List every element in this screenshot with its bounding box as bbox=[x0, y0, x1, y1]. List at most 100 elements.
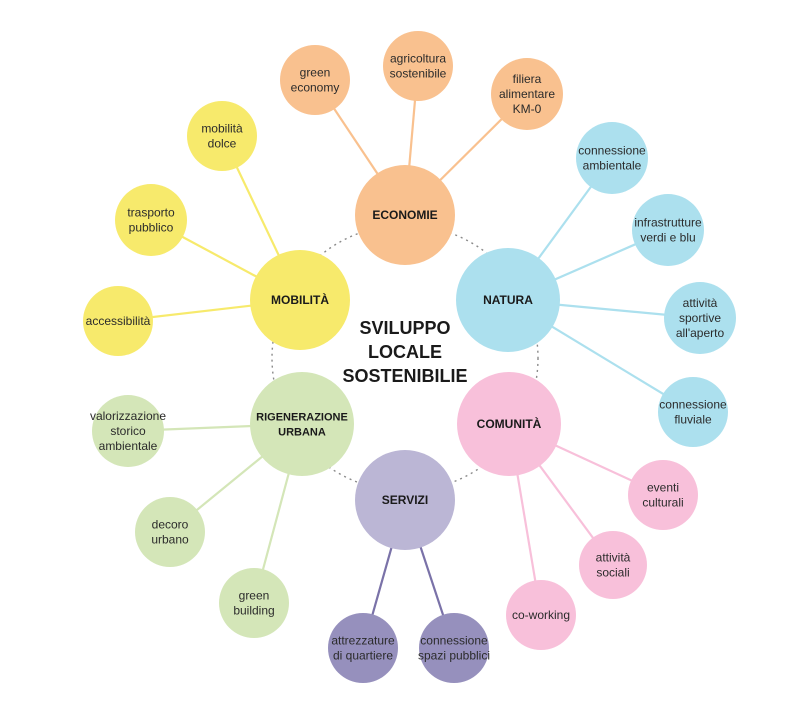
leaf-node-accessibilita: accessibilità bbox=[83, 286, 153, 356]
leaf-label-green-building-line: building bbox=[233, 604, 274, 618]
leaf-label-filiera-alimentare-line: KM-0 bbox=[513, 102, 542, 116]
leaf-circle bbox=[219, 568, 289, 638]
hub-node-economie: ECONOMIE bbox=[355, 165, 455, 265]
hub-node-rigenerazione: RIGENERAZIONE URBANA bbox=[250, 372, 354, 476]
hub-label-comunita: COMUNITÀ bbox=[477, 416, 542, 431]
leaf-label-trasporto-pubblico-line: trasporto bbox=[127, 206, 175, 220]
leaf-label-green-economy-line: green bbox=[300, 66, 331, 80]
leaf-circle bbox=[628, 460, 698, 530]
leaf-label-valorizzazione-line: ambientale bbox=[99, 439, 158, 453]
leaf-label-infrastrutture-verdi-line: infrastrutture bbox=[634, 216, 702, 230]
leaf-circle bbox=[83, 286, 153, 356]
hub-circle bbox=[355, 165, 455, 265]
leaf-circle bbox=[328, 613, 398, 683]
hub-label-economie-line: ECONOMIE bbox=[372, 208, 437, 222]
leaf-label-attrezzature-quartiere-line: di quartiere bbox=[333, 649, 393, 663]
leaf-label-connessione-fluviale-line: fluviale bbox=[674, 413, 712, 427]
hub-node-servizi: SERVIZI bbox=[355, 450, 455, 550]
leaf-label-accessibilita-line: accessibilità bbox=[86, 314, 151, 328]
leaf-circle bbox=[187, 101, 257, 171]
leaf-circle bbox=[632, 194, 704, 266]
hub-label-rigenerazione-line: URBANA bbox=[278, 426, 326, 438]
leaf-circle bbox=[115, 184, 187, 256]
leaf-label-filiera-alimentare-line: alimentare bbox=[499, 87, 555, 101]
hub-label-mobilita-line: MOBILITÀ bbox=[271, 292, 329, 307]
leaf-label-valorizzazione-line: storico bbox=[110, 424, 146, 438]
leaf-label-infrastrutture-verdi-line: verdi e blu bbox=[640, 231, 695, 245]
center-title-line: LOCALE bbox=[368, 342, 442, 362]
leaf-label-accessibilita: accessibilità bbox=[86, 314, 151, 328]
center-title: SVILUPPO LOCALE SOSTENIBILIE bbox=[342, 318, 467, 386]
leaf-label-agricoltura-sostenibile-line: agricoltura bbox=[390, 52, 446, 66]
hub-label-mobilita: MOBILITÀ bbox=[271, 292, 329, 307]
center-ring bbox=[271, 224, 539, 492]
hub-circle bbox=[456, 248, 560, 352]
hub-label-natura: NATURA bbox=[483, 293, 533, 307]
hub-circle bbox=[250, 250, 350, 350]
leaf-label-connessione-spazi-line: connessione bbox=[420, 634, 488, 648]
hub-node-comunita: COMUNITÀ bbox=[457, 372, 561, 476]
leaf-circle bbox=[506, 580, 576, 650]
leaf-label-trasporto-pubblico-line: pubblico bbox=[129, 221, 174, 235]
leaf-label-attivita-sportive-line: all'aperto bbox=[676, 326, 725, 340]
hub-circle bbox=[457, 372, 561, 476]
leaf-label-valorizzazione-line: valorizzazione bbox=[90, 409, 166, 423]
leaf-node-co-working: co-working bbox=[506, 580, 576, 650]
leaf-circle bbox=[419, 613, 489, 683]
leaf-label-agricoltura-sostenibile-line: sostenibile bbox=[390, 67, 447, 81]
leaf-circle bbox=[491, 58, 563, 130]
leaf-label-mobilita-dolce-line: dolce bbox=[208, 137, 237, 151]
center-title-line: SOSTENIBILIE bbox=[342, 366, 467, 386]
leaf-circle bbox=[280, 45, 350, 115]
leaf-label-green-economy-line: economy bbox=[291, 81, 340, 95]
hub-circle bbox=[250, 372, 354, 476]
leaf-circle bbox=[576, 122, 648, 194]
leaf-circle bbox=[664, 282, 736, 354]
hub-label-rigenerazione-line: RIGENERAZIONE bbox=[256, 411, 348, 423]
hub-circle bbox=[355, 450, 455, 550]
leaf-circle bbox=[383, 31, 453, 101]
leaf-label-attivita-sociali-line: sociali bbox=[596, 566, 629, 580]
hub-label-natura-line: NATURA bbox=[483, 293, 533, 307]
leaf-label-eventi-culturali-line: culturali bbox=[642, 496, 683, 510]
leaf-label-decoro-urbano-line: urbano bbox=[151, 533, 189, 547]
leaf-label-green-building-line: green bbox=[239, 589, 270, 603]
hub-node-mobilita: MOBILITÀ bbox=[250, 250, 350, 350]
hub-label-servizi: SERVIZI bbox=[382, 493, 428, 507]
leaf-label-co-working: co-working bbox=[512, 608, 570, 622]
leaf-label-filiera-alimentare-line: filiera bbox=[513, 72, 542, 86]
leaf-label-connessione-ambientale-line: connessione bbox=[578, 144, 646, 158]
leaf-label-mobilita-dolce-line: mobilità bbox=[201, 122, 243, 136]
leaf-label-attrezzature-quartiere-line: attrezzature bbox=[331, 634, 395, 648]
hub-label-economie: ECONOMIE bbox=[372, 208, 437, 222]
hub-label-rigenerazione: RIGENERAZIONE URBANA bbox=[256, 411, 348, 438]
leaf-label-connessione-fluviale-line: connessione bbox=[659, 398, 727, 412]
center-title-line: SVILUPPO bbox=[359, 318, 450, 338]
leaf-label-attivita-sociali-line: attività bbox=[596, 551, 631, 565]
